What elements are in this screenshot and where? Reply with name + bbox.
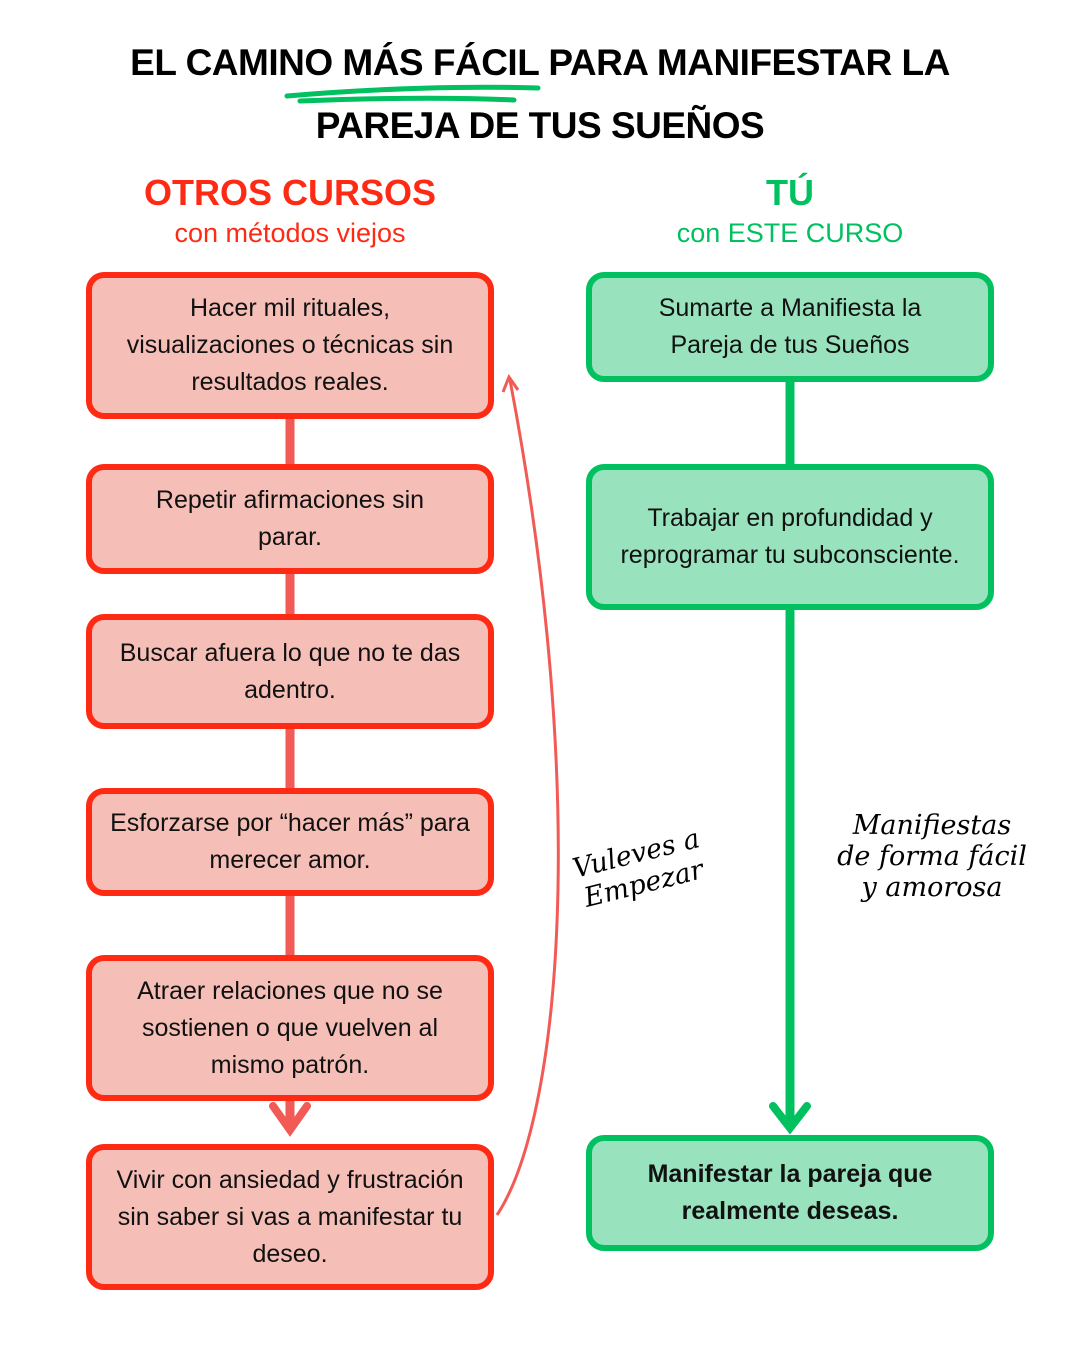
right-step-1: Sumarte a Manifiesta la Pareja de tus Su… [586,272,994,382]
left-step-5: Atraer relaciones que no se sostienen o … [86,955,494,1101]
left-step-6: Vivir con ansiedad y frustración sin sab… [86,1144,494,1290]
right-note: Manifiestas de forma fácil y amorosa [837,810,1027,903]
green-underline-stroke [284,84,541,104]
right-arrowhead [769,1102,811,1135]
right-heading: TÚ [766,172,814,213]
loop-back-arrow [495,379,560,1216]
right-step-2: Trabajar en profundidad y reprogramar tu… [586,464,994,610]
loop-arrowhead [501,373,520,393]
right-step-3: Manifestar la pareja que realmente desea… [586,1135,994,1251]
page-title-line1: EL CAMINO MÁS FÁCIL PARA MANIFESTAR LA [130,42,950,83]
left-heading: OTROS CURSOS [143,172,437,213]
left-step-4: Esforzarse por “hacer más” para merecer … [86,788,494,896]
left-arrowhead [269,1102,311,1137]
left-subheading: con métodos viejos [174,218,406,248]
right-column-header: TÚ con ESTE CURSO [580,172,1000,249]
left-column-header: OTROS CURSOS con métodos viejos [80,172,500,249]
left-step-3: Buscar afuera lo que no te das adentro. [86,614,494,729]
page-title-line2: PAREJA DE TUS SUEÑOS [315,105,765,146]
left-step-1: Hacer mil rituales, visualizaciones o té… [86,272,494,419]
left-step-2: Repetir afirmaciones sin parar. [86,464,494,574]
right-subheading: con ESTE CURSO [676,218,904,248]
